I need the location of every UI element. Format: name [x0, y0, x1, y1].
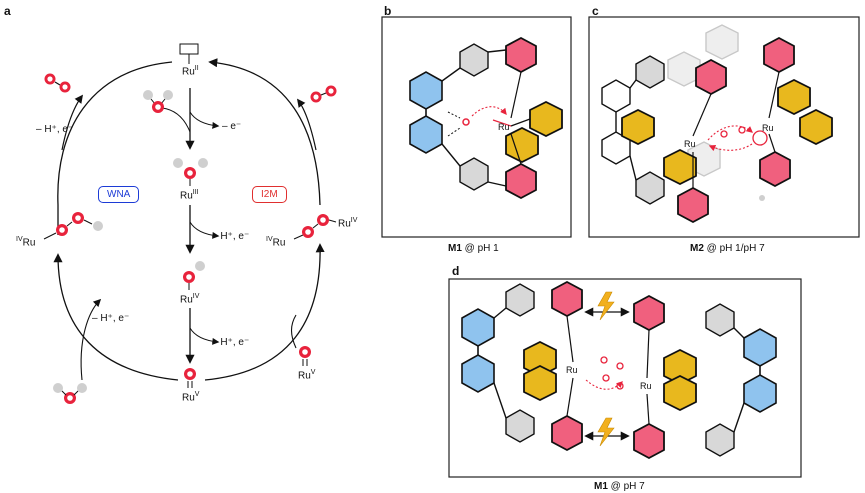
water-ligand-ru3-icon	[173, 158, 208, 186]
left-step-top-label: – H⁺, e⁻	[36, 124, 74, 135]
cycle-arc-left-lower	[53, 253, 179, 381]
pyridine-ring-upper	[505, 36, 537, 74]
panel-d-caption: M1 @ pH 7	[594, 481, 645, 492]
pyridine-ring-lower	[505, 162, 537, 200]
panel-d-ru-2: Ru	[640, 381, 652, 391]
water-molecule-top-icon	[143, 90, 173, 113]
panel-label-a: a	[4, 4, 11, 18]
panel-c-ru-1: Ru	[684, 139, 696, 149]
bipyridine-ring-lower	[409, 115, 443, 154]
lightning-icon-top	[597, 291, 615, 321]
step1-label: – e⁻	[222, 121, 242, 132]
o2-release-arrow-right	[296, 98, 317, 151]
o2-right-icon	[310, 85, 337, 103]
ru-ii-vacant-site	[179, 43, 199, 55]
panel-d-structure	[461, 280, 777, 460]
panel-label-c: c	[592, 4, 599, 18]
cycle-panel	[43, 43, 337, 404]
step3-label: – H⁺, e⁻	[212, 337, 250, 348]
lightning-icon-bottom	[597, 417, 615, 447]
water-attack-arrow	[80, 298, 102, 381]
right-peroxo-ru-left-label: IVRu	[266, 236, 286, 249]
right-ru5-arrow	[290, 314, 297, 349]
o2-left-icon	[44, 73, 71, 93]
hydroperoxo-left-icon	[43, 212, 103, 240]
bipyridine-ring-upper	[409, 71, 443, 110]
step2-label: – H⁺, e⁻	[212, 231, 250, 242]
panel-d-ru-1: Ru	[566, 365, 578, 375]
cycle-arc-right	[208, 58, 321, 206]
panel-c-frame	[588, 16, 860, 238]
panel-label-b: b	[384, 4, 392, 18]
panel-b-caption: M1 @ pH 1	[448, 243, 499, 254]
oxo-ligand-right-ru5-icon	[299, 346, 311, 366]
panel-label-d: d	[452, 264, 460, 278]
panel-b-frame	[381, 16, 572, 238]
panel-b-structure	[409, 36, 563, 200]
hydroxo-ligand-ru4-icon	[183, 261, 205, 290]
ru-ii-label: RuII	[182, 65, 199, 78]
panel-d-frame	[448, 278, 802, 478]
peroxo-bridge-right-icon	[293, 214, 337, 240]
o2-release-arrow-left	[61, 94, 84, 151]
cycle-arc-right-lower	[204, 243, 325, 381]
ru-iv-label: RuIV	[180, 293, 200, 306]
ru-iii-label: RuIII	[180, 189, 199, 202]
left-peroxo-ru-label: IVRu	[16, 236, 36, 249]
right-peroxo-ru-right-label: RuIV	[338, 217, 358, 230]
i2m-badge: I2M	[252, 186, 287, 203]
wna-badge: WNA	[98, 186, 140, 203]
panel-c-ru-2: Ru	[762, 123, 774, 133]
panel-b-ru: Ru	[498, 122, 510, 132]
left-step-bottom-label: – H⁺, e⁻	[92, 313, 130, 324]
oxo-ligand-ru5-icon	[184, 368, 196, 388]
right-ru-v-label: RuV	[298, 369, 316, 382]
panel-c-structure	[601, 24, 833, 224]
water-molecule-bottom-icon	[53, 383, 87, 404]
panel-c-caption: M2 @ pH 1/pH 7	[690, 243, 765, 254]
ru-v-label: RuV	[182, 391, 200, 404]
cycle-arc-left	[57, 61, 173, 235]
